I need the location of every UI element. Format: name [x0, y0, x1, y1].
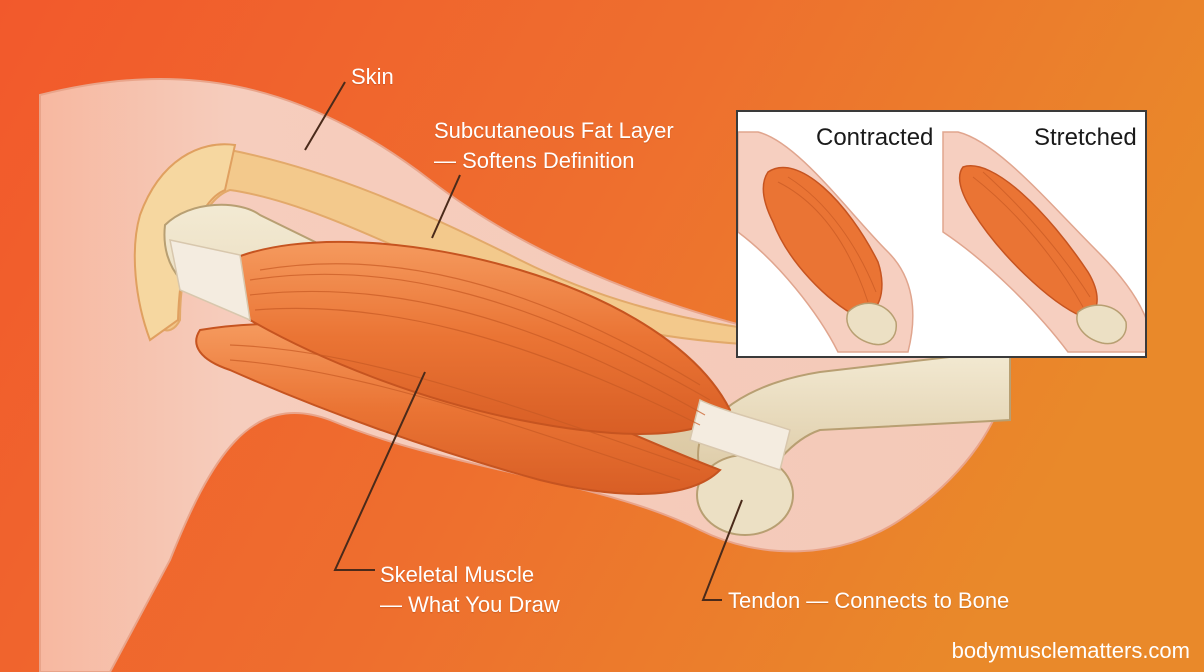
- muscle-fibers: [229, 263, 711, 481]
- upper-tendon: [169, 239, 251, 322]
- contracted-title: Contracted: [816, 124, 934, 151]
- leader-lines: [304, 81, 743, 601]
- muscle-label-line1: Skeletal Muscle: [380, 562, 535, 587]
- watermark: bodymusclematters.com: [951, 638, 1190, 663]
- stretched-bone: [1076, 304, 1127, 345]
- comparison-inset: Contracted Stretched: [736, 110, 1147, 358]
- fat-layer-label-line2: — Softens Definition: [434, 148, 635, 173]
- lower-tendon: [689, 398, 791, 471]
- muscle-label-line2: — What You Draw: [380, 592, 560, 617]
- stretched-title: Stretched: [1034, 124, 1137, 151]
- tendon-label: Tendon — Connects to Bone: [728, 588, 1010, 613]
- skin-label: Skin: [351, 64, 394, 89]
- inset-illustration: [738, 131, 1145, 353]
- contracted-bone: [846, 302, 897, 346]
- fat-layer-label-line1: Subcutaneous Fat Layer: [434, 118, 674, 143]
